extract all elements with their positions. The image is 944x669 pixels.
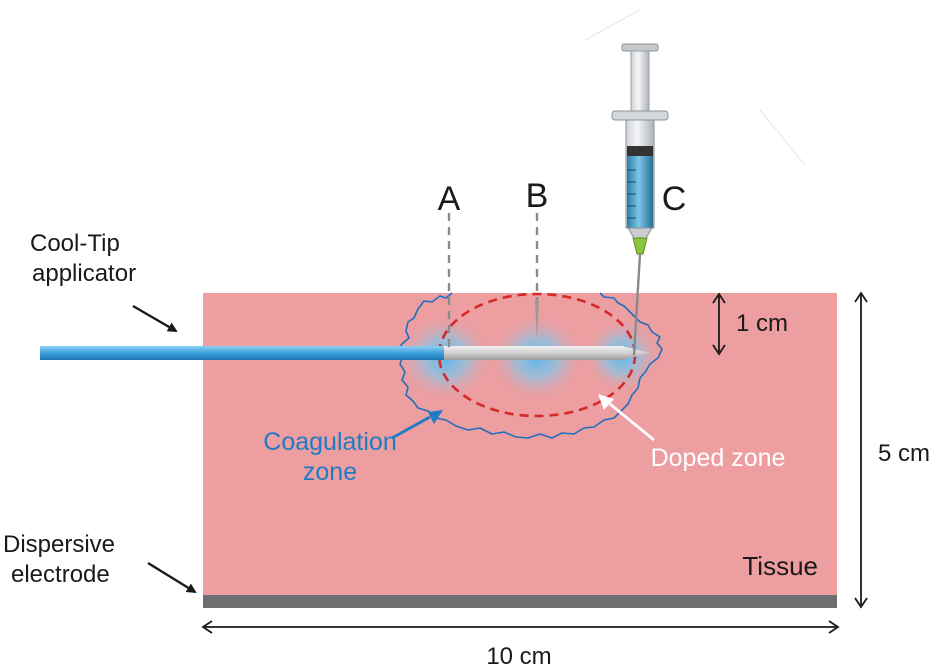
point-b-label: B — [526, 177, 549, 215]
coagulation-arrowhead — [428, 410, 443, 424]
doped-zone-arrowhead — [598, 394, 614, 410]
width-dimension-arrow — [201, 620, 840, 634]
height-dimension-arrow — [854, 291, 868, 609]
coagulation-arrow — [391, 415, 431, 440]
depth-dimension-arrow — [712, 292, 726, 356]
dispersive-electrode — [203, 595, 837, 608]
coagulation-zone-outline — [397, 292, 663, 439]
electrode-label-line1: Dispersive — [3, 531, 115, 558]
applicator-label-line1: Cool-Tip — [30, 230, 120, 257]
tissue-label: Tissue — [742, 551, 818, 581]
applicator-arrow — [132, 304, 178, 333]
doped-zone-label: Doped zone — [651, 444, 786, 472]
point-c-label: C — [662, 180, 687, 218]
background-line — [759, 109, 806, 166]
needle-b — [535, 300, 539, 340]
height-label: 5 cm — [878, 440, 930, 467]
electrode-label-line2: electrode — [11, 561, 110, 588]
electrode-arrow — [147, 561, 197, 594]
applicator-tip — [444, 346, 650, 360]
coagulation-label-line1: Coagulation — [263, 428, 396, 456]
doped-zone-arrow — [609, 402, 655, 442]
syringe — [611, 43, 669, 356]
applicator-label-line2: applicator — [32, 260, 136, 287]
point-a-label: A — [438, 180, 461, 218]
applicator-shaft — [40, 346, 444, 360]
coagulation-label-line2: zone — [303, 458, 357, 486]
background-line — [584, 9, 641, 41]
width-label: 10 cm — [486, 643, 551, 669]
depth-label: 1 cm — [736, 310, 788, 337]
